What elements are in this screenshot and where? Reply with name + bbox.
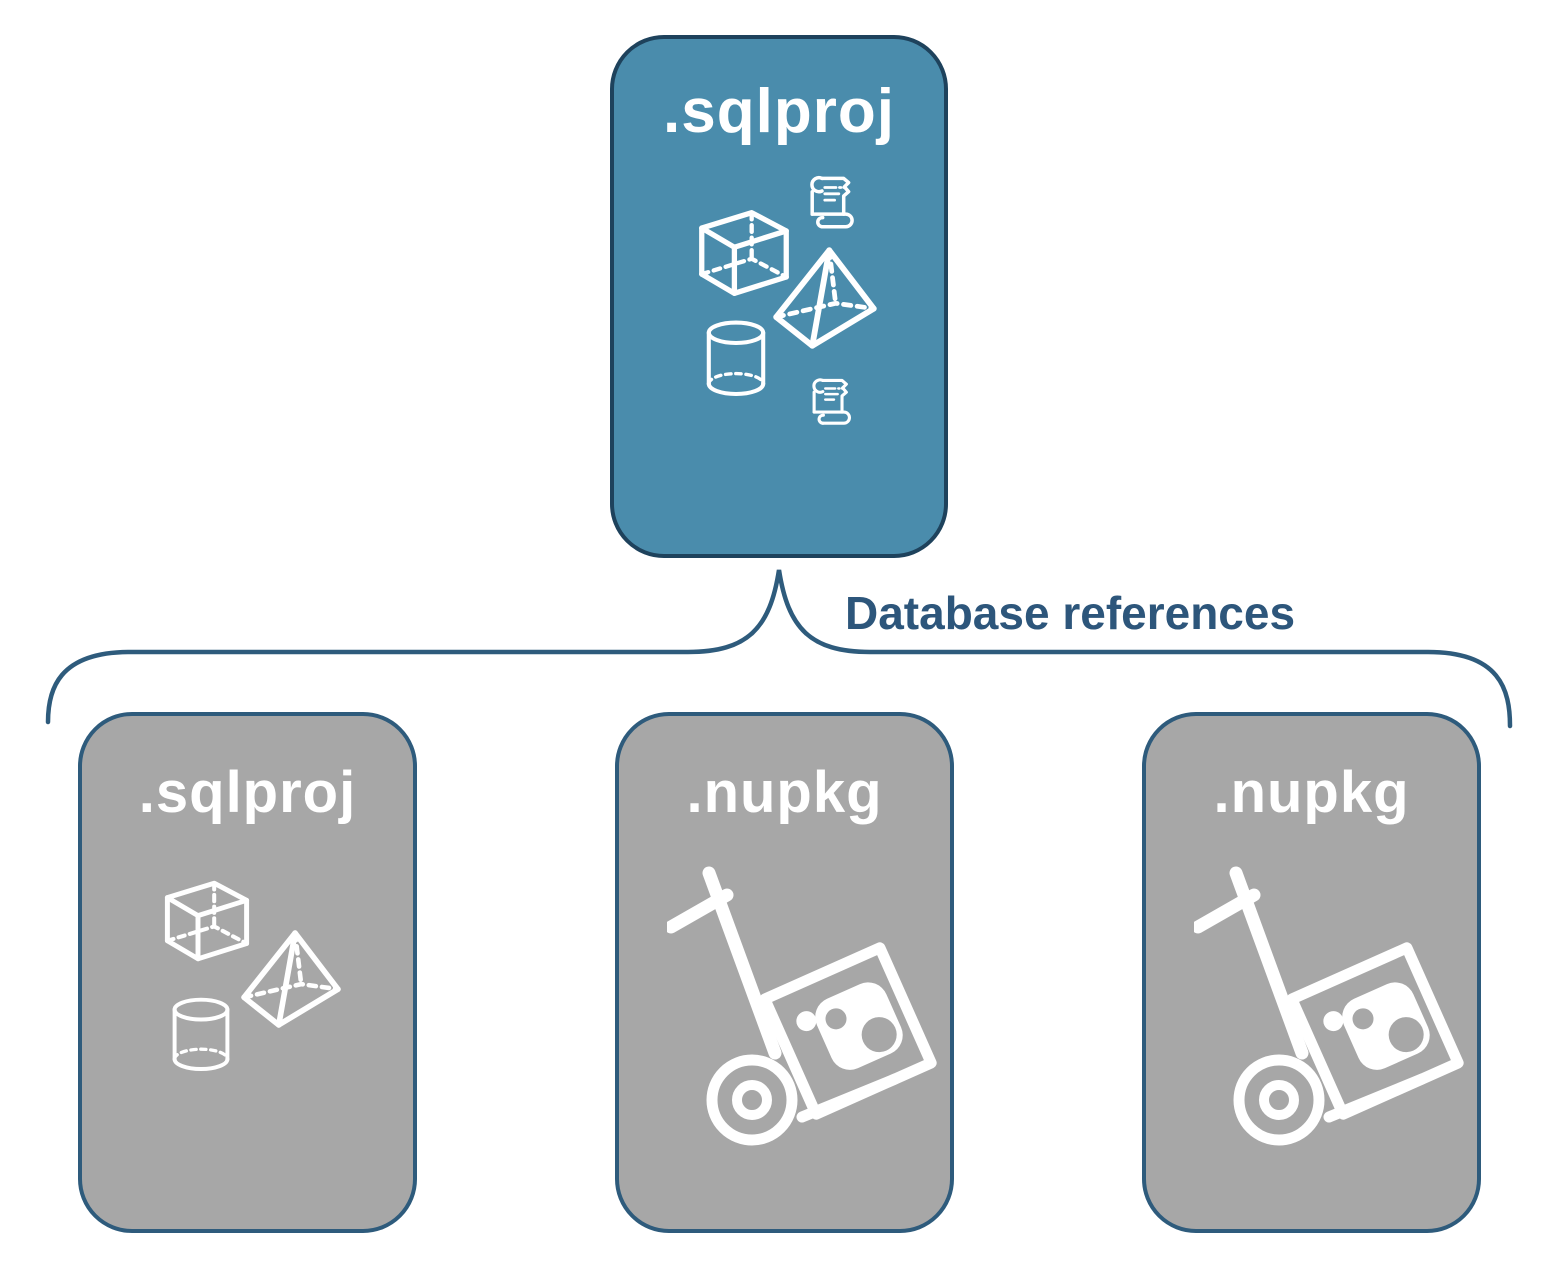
scroll-icon [794, 170, 864, 240]
root-sqlproj-box: .sqlproj [610, 35, 948, 558]
cylinder-icon [168, 996, 234, 1076]
scroll-icon [798, 373, 860, 435]
handtruck-package-icon [1194, 861, 1474, 1201]
child-nupkg-box: .nupkg [615, 712, 954, 1233]
handtruck-package-icon [667, 861, 947, 1201]
cube-icon [162, 876, 252, 966]
child-nupkg-box: .nupkg [1142, 712, 1481, 1233]
root-box-label: .sqlproj [663, 77, 895, 146]
child-box-label: .nupkg [1213, 760, 1410, 825]
child-sqlproj-box: .sqlproj [78, 712, 417, 1233]
pyramid-icon [772, 245, 878, 351]
child-box-label: .nupkg [686, 760, 883, 825]
pyramid-icon [240, 928, 342, 1030]
child-box-label: .sqlproj [138, 760, 357, 825]
database-references-label: Database references [845, 587, 1296, 639]
cylinder-icon [702, 319, 770, 401]
